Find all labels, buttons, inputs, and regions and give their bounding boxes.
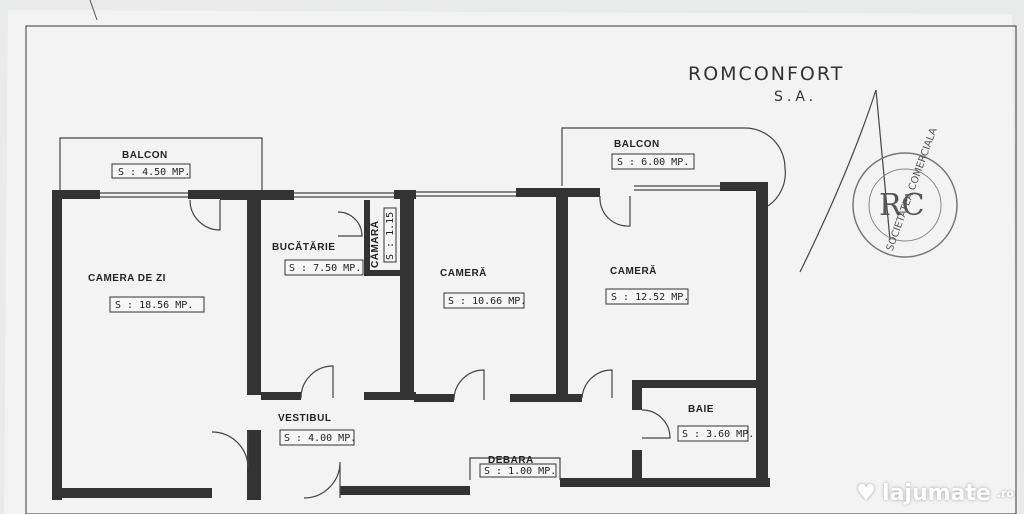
watermark: ♥ lajumate .ro: [856, 481, 1014, 506]
company-suffix: S.A.: [774, 89, 817, 105]
room-label-camera-middle: CAMERĂ: [440, 266, 487, 279]
room-label-balcon-left: BALCON: [122, 150, 168, 161]
room-area-balcon-left: S : 4.50 MP.: [118, 167, 190, 178]
watermark-tld: .ro: [996, 487, 1014, 500]
walls: [52, 182, 770, 500]
drawing-border: [25, 25, 1017, 514]
room-label-camara: CĂMARĂ: [368, 221, 381, 268]
room-label-bucatarie: BUCĂTĂRIE: [272, 240, 335, 253]
area-box: [479, 463, 557, 478]
room-area-camera-right: S : 12.52 MP.: [611, 292, 689, 303]
area-box: [111, 163, 191, 179]
room-area-baie: S : 3.60 MP.: [682, 429, 754, 440]
paper-sheet: [4, 10, 1018, 514]
room-area-bucatarie: S : 7.50 MP.: [289, 263, 361, 274]
room-area-debara: S : 1.00 MP.: [484, 466, 556, 477]
room-label-baie: BAIE: [688, 404, 714, 415]
area-box: [109, 296, 205, 313]
area-box: [443, 292, 525, 309]
logo-line: [875, 89, 891, 241]
company-name: ROMCONFORT: [688, 63, 844, 85]
watermark-brand: lajumate: [882, 481, 991, 506]
room-label-camera-de-zi: CAMERA DE ZI: [88, 273, 166, 284]
area-box: [284, 259, 364, 276]
balcony-outlines: [59, 127, 786, 207]
room-area-camera-middle: S : 10.66 MP.: [448, 296, 526, 307]
area-box: [383, 207, 397, 263]
area-box: [605, 288, 689, 305]
door-swings: [189, 195, 671, 499]
room-label-balcon-right: BALCON: [614, 139, 660, 150]
room-area-camera-de-zi: S : 18.56 MP.: [115, 300, 193, 311]
heart-logo-icon: ♥: [856, 481, 877, 506]
room-label-debara: DEBARA: [488, 455, 534, 466]
room-area-vestibul: S : 4.00 MP.: [284, 433, 356, 444]
fold-line: [89, 0, 98, 21]
area-box: [677, 425, 749, 442]
windows: [100, 185, 720, 198]
room-area-camara: S : 1.15: [385, 212, 396, 260]
room-area-balcon-right: S : 6.00 MP.: [617, 157, 689, 168]
stamp-initials: RC: [879, 188, 925, 223]
area-box: [611, 153, 695, 170]
room-label-vestibul: VESTIBUL: [278, 413, 331, 424]
logo-line: [799, 89, 877, 273]
area-box: [279, 429, 355, 446]
room-label-camera-right: CAMERĂ: [610, 264, 657, 277]
